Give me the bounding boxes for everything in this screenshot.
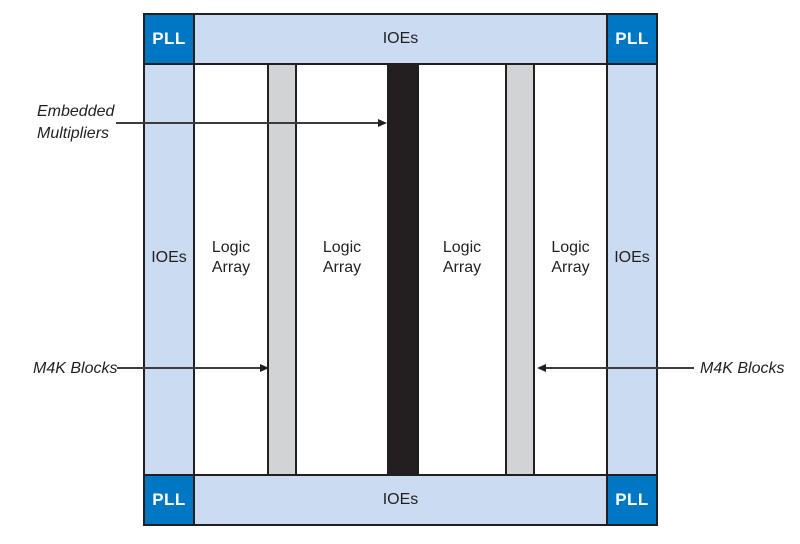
logic-array-column-3: Logic Array (419, 65, 505, 474)
ioe-band-left: IOEs (145, 65, 193, 474)
logic-array-label-line1: Logic (322, 238, 362, 256)
fpga-chip: PLL IOEs PLL IOEs Logic Array Logic Arra… (143, 13, 658, 526)
logic-array-label-line1: Logic (442, 238, 482, 256)
logic-array-label-line1: Logic (211, 238, 251, 256)
logic-array-label-line1: Logic (551, 238, 590, 256)
pll-block-top-left: PLL (145, 15, 193, 63)
pll-block-top-right: PLL (608, 15, 656, 63)
logic-array-label-line2: Array (322, 258, 362, 276)
embedded-multipliers-label-line1: Embedded (37, 103, 115, 120)
m4k-block-column-left (269, 65, 295, 474)
logic-array-label-line2: Array (551, 258, 590, 276)
pll-block-bottom-left: PLL (145, 476, 193, 524)
logic-array-label-line2: Array (211, 258, 251, 276)
embedded-multipliers-arrow-head (378, 119, 387, 127)
logic-array-column-1: Logic Array (195, 65, 267, 474)
embedded-multipliers-arrow-line (116, 122, 379, 124)
m4k-blocks-label-right: M4K Blocks (700, 360, 785, 377)
logic-array-column-4: Logic Array (535, 65, 606, 474)
logic-array-column-2: Logic Array (297, 65, 387, 474)
m4k-blocks-label-left: M4K Blocks (33, 360, 118, 377)
ioe-band-right: IOEs (608, 65, 656, 474)
logic-array-label-line2: Array (442, 258, 482, 276)
m4k-left-arrow-line (117, 367, 261, 369)
embedded-multipliers-label-line2: Multipliers (37, 125, 110, 142)
pll-block-bottom-right: PLL (608, 476, 656, 524)
m4k-left-arrow-head (260, 364, 269, 372)
m4k-block-column-right (507, 65, 533, 474)
m4k-right-arrow-head (537, 364, 546, 372)
ioe-band-bottom: IOEs (195, 476, 606, 524)
embedded-multipliers-column (389, 65, 417, 474)
ioe-band-top: IOEs (195, 15, 606, 63)
m4k-right-arrow-line (546, 367, 694, 369)
embedded-multipliers-label: Embedded Multipliers (37, 101, 114, 145)
